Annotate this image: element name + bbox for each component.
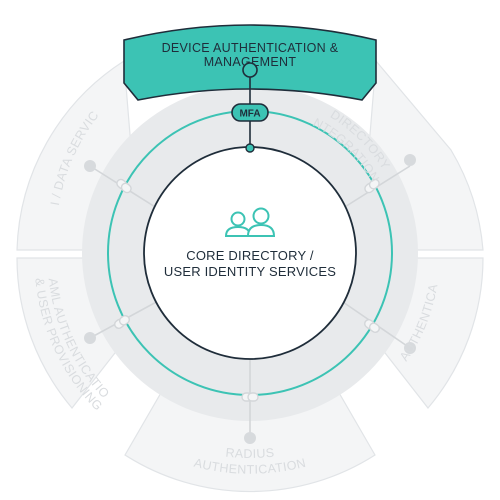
connector-nodes [84, 154, 416, 444]
active-segment-line2: MANAGEMENT [204, 55, 297, 69]
active-segment-line1: DEVICE AUTHENTICATION & [162, 41, 339, 55]
core-node [245, 143, 255, 153]
link-icon-api [116, 178, 132, 194]
link-icon-saml [114, 315, 130, 329]
core-label-line2: USER IDENTITY SERVICES [164, 264, 336, 279]
link-icon-directory [364, 178, 380, 194]
segment-node [242, 62, 258, 78]
users-icon [224, 207, 276, 237]
link-icon-radius [241, 392, 259, 402]
link-icon-ldap [364, 319, 380, 333]
mfa-label: MFA [239, 109, 260, 120]
mfa-badge[interactable]: MFA [231, 103, 269, 122]
radius-label-line1: RADIUS [225, 446, 275, 461]
radius-label-line2: AUTHENTICATION [193, 456, 308, 477]
core-label-line1: CORE DIRECTORY / [186, 248, 314, 263]
